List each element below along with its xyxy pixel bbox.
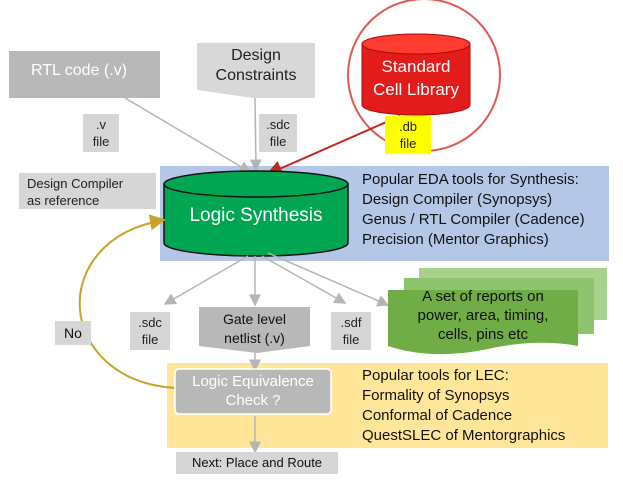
library-cylinder bbox=[361, 43, 471, 116]
lec-tool-item: Formality of Synopsys bbox=[362, 387, 510, 404]
logic-synthesis-label: Logic Synthesis bbox=[189, 205, 323, 226]
v-file-label: .v file bbox=[83, 114, 119, 152]
sdf-file-label: .sdf file bbox=[331, 312, 371, 350]
lec-tools-list: Popular tools for LEC: Formality of Syno… bbox=[362, 366, 565, 446]
sdc-file-in-label: .sdc file bbox=[259, 114, 297, 152]
design-constraints-label: Design Constraints bbox=[215, 47, 297, 84]
next-step-label: Next: Place and Route bbox=[176, 452, 338, 474]
lec-box bbox=[174, 368, 332, 415]
reports-shape bbox=[388, 290, 578, 355]
reports-label: A set of reports on power, area, timing,… bbox=[417, 288, 549, 343]
synthesis-tools-heading: Popular EDA tools for Synthesis: bbox=[362, 171, 579, 188]
lec-label: Logic Equivalence Check ? bbox=[192, 373, 314, 409]
lec-tool-item: Conformal of Cadence bbox=[362, 407, 513, 424]
synthesis-tool-item: Design Compiler (Synopsys) bbox=[362, 191, 553, 208]
rtl-code-box bbox=[9, 51, 160, 98]
no-label: No bbox=[55, 321, 91, 345]
lec-tool-item: QuestSLEC of Mentorgraphics bbox=[362, 427, 566, 444]
design-compiler-reference-box: Design Compiler as reference bbox=[19, 173, 156, 209]
standard-cell-library-label: Standard Cell Library bbox=[373, 57, 459, 99]
synthesis-tool-item: Precision (Mentor Graphics) bbox=[362, 231, 549, 248]
logic-synthesis-cylinder bbox=[163, 183, 349, 257]
gate-level-netlist-label: Gate level netlist (.v) bbox=[222, 311, 287, 346]
sdc-file-out-label: .sdc file bbox=[130, 312, 170, 350]
rtl-code-label: RTL code (.v) bbox=[30, 62, 128, 79]
design-constraints-box bbox=[197, 43, 315, 98]
lec-tools-heading: Popular tools for LEC: bbox=[362, 367, 509, 384]
netlist-box bbox=[199, 307, 310, 353]
synthesis-tool-item: Genus / RTL Compiler (Cadence) bbox=[362, 211, 585, 228]
synthesis-tools-list: Popular EDA tools for Synthesis: Design … bbox=[362, 170, 585, 250]
db-file-label: .db file bbox=[385, 116, 431, 154]
